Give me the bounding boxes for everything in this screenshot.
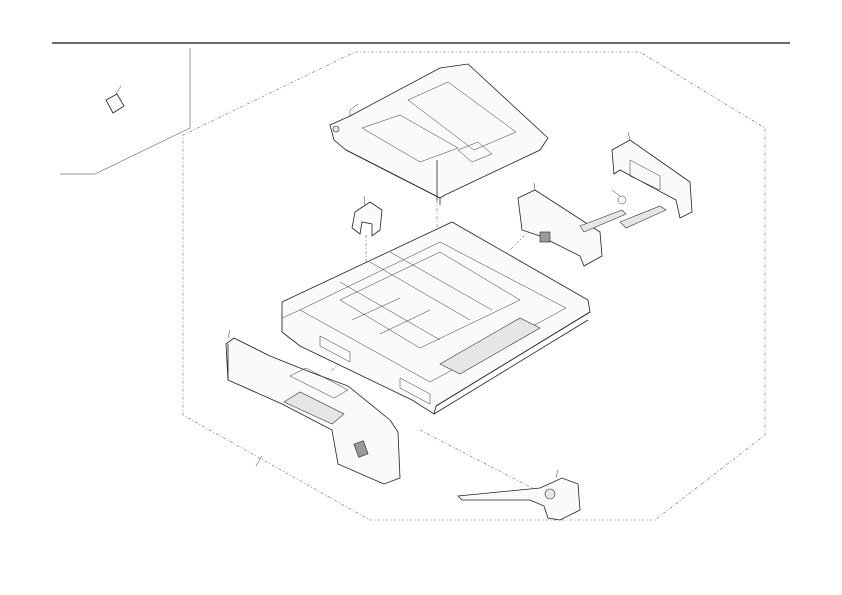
side-guide-left <box>517 182 627 267</box>
tray-lock-clip <box>351 195 383 237</box>
lift-lever-arm <box>457 469 581 521</box>
assembly-boundary <box>182 51 766 521</box>
tray-extension-plate <box>329 63 549 205</box>
front-cover <box>225 329 401 485</box>
label-card-part <box>105 85 125 114</box>
side-guide-right <box>611 131 693 229</box>
inset-panel <box>60 48 191 175</box>
cassette-frame <box>281 221 591 415</box>
